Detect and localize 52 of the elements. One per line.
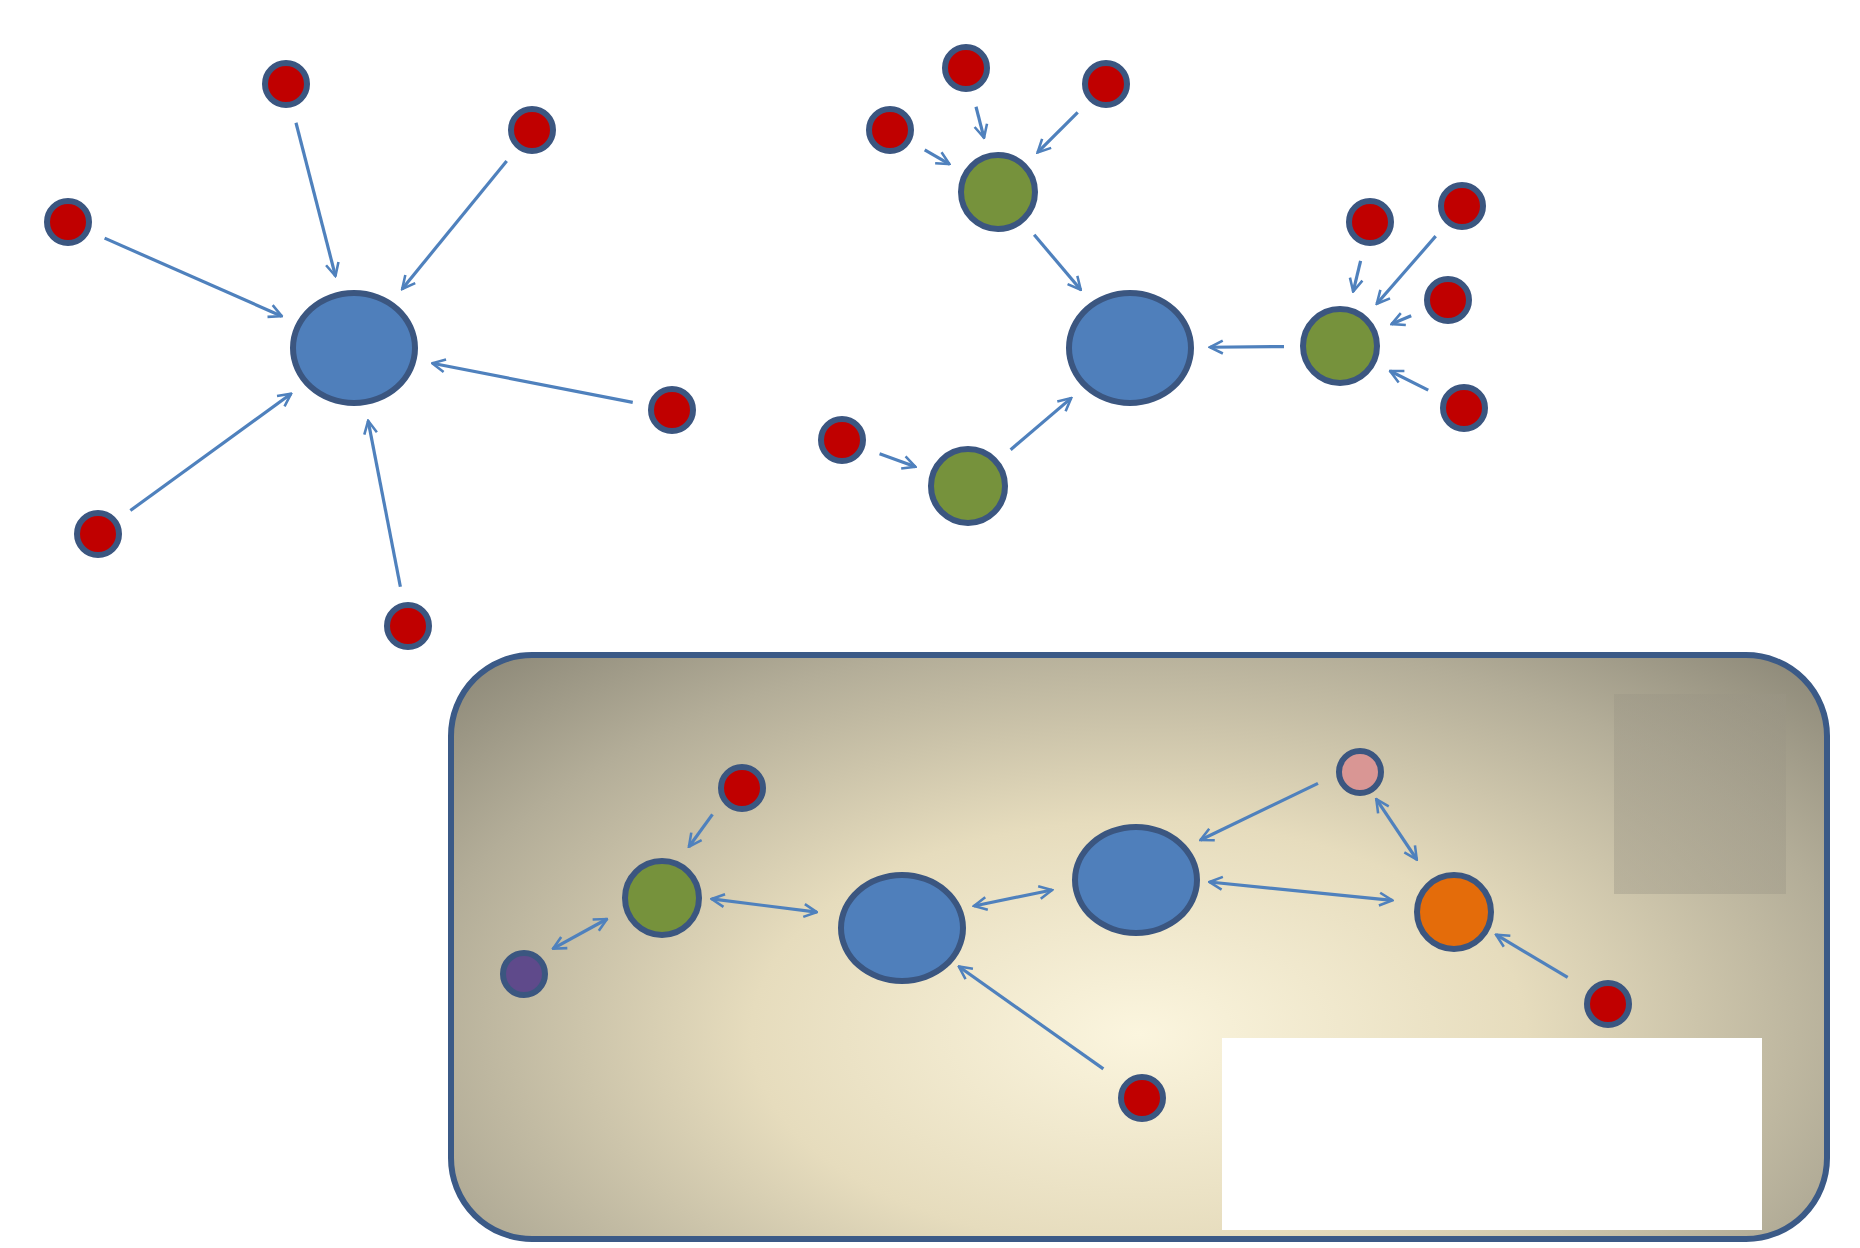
small-circle: [818, 416, 866, 464]
arrow: [1208, 875, 1394, 907]
arrow: [923, 148, 951, 166]
small-circle: [866, 106, 914, 154]
arrow: [1374, 797, 1419, 861]
arrow: [129, 392, 293, 512]
arrow: [1032, 233, 1082, 292]
small-circle: [1438, 182, 1486, 230]
medium-circle: [1414, 872, 1494, 952]
small-circle: [1118, 1074, 1166, 1122]
medium-circle: [928, 446, 1008, 526]
arrow: [1009, 396, 1073, 451]
small-circle: [1082, 60, 1130, 108]
arrow: [957, 965, 1105, 1071]
arrow: [1199, 781, 1319, 842]
arrow: [103, 236, 284, 319]
arrow: [879, 452, 917, 470]
small-circle: [508, 106, 556, 154]
arrow: [1390, 311, 1412, 327]
arrow: [1388, 369, 1429, 392]
small-circle: [500, 950, 548, 998]
arrow: [1348, 260, 1364, 293]
arrow: [294, 122, 340, 278]
small-circle: [648, 386, 696, 434]
arrow: [363, 419, 402, 588]
medium-circle: [958, 152, 1038, 232]
small-circle: [384, 602, 432, 650]
arrow: [972, 885, 1054, 911]
arrow: [400, 159, 508, 291]
arrow: [431, 358, 634, 404]
small-circle: [1346, 198, 1394, 246]
arrow: [1208, 339, 1284, 355]
small-circle: [1440, 384, 1488, 432]
small-circle: [718, 764, 766, 812]
small-circle: [44, 198, 92, 246]
hub-ellipse: [1066, 290, 1194, 406]
arrow: [710, 892, 819, 919]
arrow: [1494, 933, 1569, 979]
small-circle: [942, 44, 990, 92]
arrow: [973, 106, 989, 140]
medium-circle: [622, 858, 702, 938]
arrow: [1036, 111, 1079, 154]
arrow: [1375, 235, 1437, 306]
small-circle: [1336, 748, 1384, 796]
small-circle: [1584, 980, 1632, 1028]
small-circle: [262, 60, 310, 108]
small-circle: [74, 510, 122, 558]
arrow: [551, 917, 609, 951]
arrow: [687, 813, 714, 848]
medium-circle: [1300, 306, 1380, 386]
small-circle: [1424, 276, 1472, 324]
rounded-panel: [448, 652, 1830, 1242]
